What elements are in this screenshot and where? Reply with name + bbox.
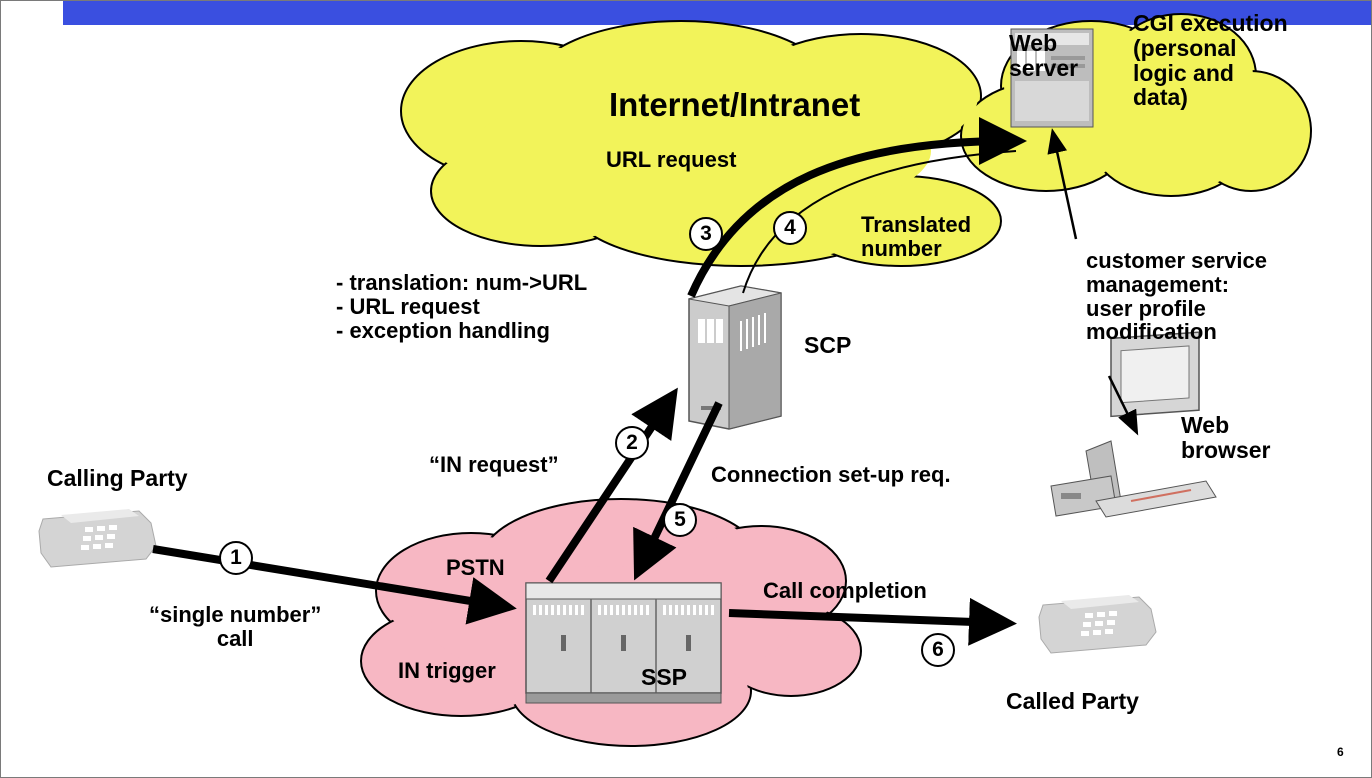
step-badge-4: 4: [773, 211, 807, 245]
connection-setup-label: Connection set-up req.: [711, 462, 951, 487]
server-tower-icon: [688, 285, 782, 430]
internet-cloud-label: Internet/Intranet: [609, 86, 861, 123]
arrow-connection-setup: [633, 401, 723, 581]
ssp-label: SSP: [641, 664, 688, 690]
scp-label: SCP: [804, 332, 852, 358]
call-completion-label: Call completion: [763, 578, 927, 603]
arrow-translated-number: [742, 150, 1017, 294]
scp-functions-label: - translation: num->URL - URL request - …: [336, 270, 588, 343]
pstn-label: PSTN: [446, 555, 505, 580]
url-request-label: URL request: [606, 147, 737, 172]
arrow-csm-to-server: [1047, 128, 1078, 240]
step-badge-3: 3: [689, 217, 723, 251]
csm-label: customer service management: user profil…: [1086, 248, 1267, 345]
arrow-url-request: [687, 117, 1027, 298]
in-trigger-label: IN trigger: [398, 658, 496, 683]
arrow-call: [152, 545, 517, 625]
page-number: 6: [1337, 745, 1344, 759]
called-party-label: Called Party: [1006, 688, 1139, 714]
switch-rack-icon: [525, 582, 722, 704]
single-number-call-label: “single number” call: [149, 602, 322, 651]
computer-icon: [1050, 331, 1217, 518]
web-browser-label: Web browser: [1181, 412, 1271, 463]
calling-party-label: Calling Party: [47, 465, 188, 491]
server-icon: [1010, 28, 1094, 128]
telephone-icon: [1038, 595, 1157, 654]
arrow-csm-to-browser: [1107, 375, 1139, 436]
step-badge-6: 6: [921, 633, 955, 667]
step-badge-5: 5: [663, 503, 697, 537]
arrow-in-request: [545, 387, 678, 584]
web-server-label: Web server: [1009, 30, 1079, 81]
arrow-call-completion: [728, 597, 1017, 646]
in-request-label: “IN request”: [429, 452, 559, 477]
translated-number-label: Translated number: [861, 212, 972, 261]
cgi-execution-label: CGI execution (personal logic and data): [1133, 10, 1288, 111]
telephone-icon: [38, 509, 157, 568]
step-badge-1: 1: [219, 541, 253, 575]
step-badge-2: 2: [615, 426, 649, 460]
